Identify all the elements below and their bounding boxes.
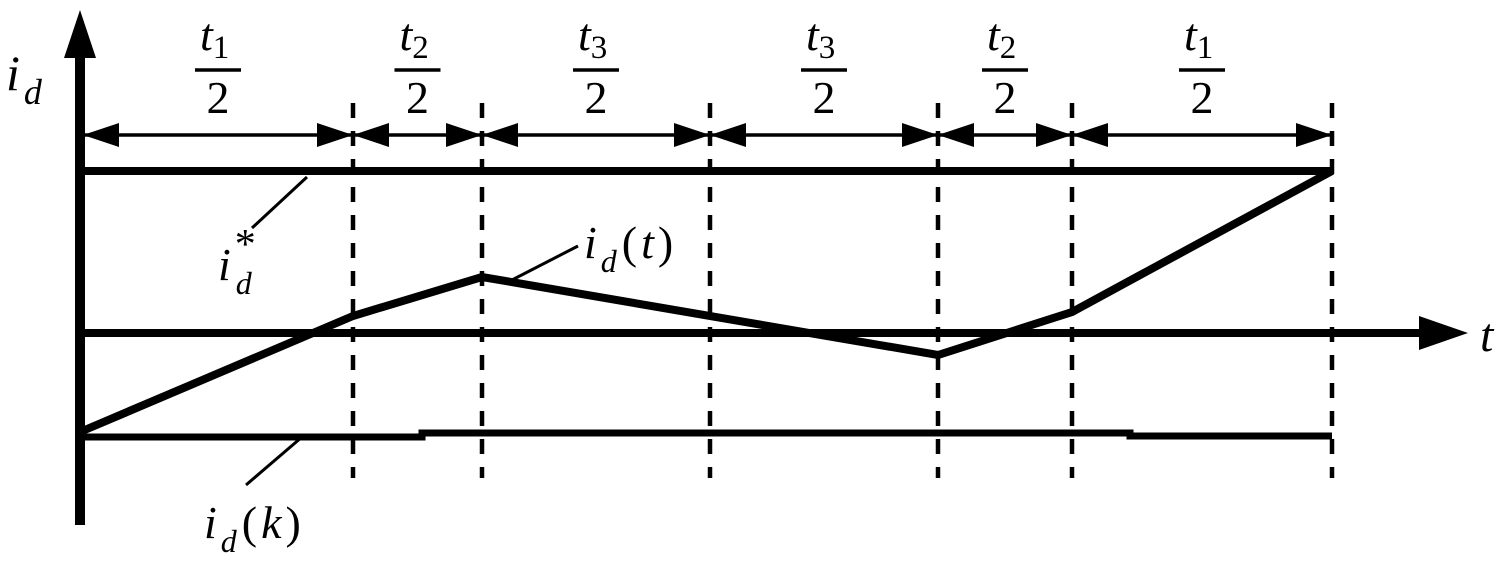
dimension-arrowhead-right [1296,123,1332,147]
interval-label-denominator-6: 2 [1191,72,1214,123]
sampled-label-leader [245,435,303,487]
interval-dimensions [83,123,1332,147]
instantaneous-label-leader [509,244,579,283]
interval-num-base: t [1184,9,1198,60]
interval-num-base: t [806,9,820,60]
x-axis-label: t [1480,309,1495,362]
interval-num-subscript: 2 [1000,30,1017,66]
dimension-arrowhead-left [938,123,974,147]
dimension-arrowhead-right [446,123,482,147]
interval-label-numerator-2: t2 [400,9,429,66]
leader-lines [245,175,579,487]
dimension-arrowhead-right [902,123,938,147]
interval-label-numerator-3: t3 [578,9,607,66]
interval-num-base: t [987,9,1001,60]
dimension-arrowhead-right [674,123,710,147]
dashed-gridlines [350,103,1335,478]
interval-label-numerator-4: t3 [806,9,835,66]
interval-num-subscript: 1 [213,30,230,66]
interval-num-base: t [578,9,592,60]
interval-num-subscript: 2 [412,30,429,66]
reference-current-label: i * d [218,222,260,301]
reference-label-superscript: * [235,222,256,268]
interval-label-denominator-5: 2 [994,72,1017,123]
interval-label-denominator-2: 2 [406,72,429,123]
dimension-arrowhead-left [83,123,119,147]
interval-num-base: t [200,9,214,60]
t-axis-arrowhead [1419,316,1468,350]
reference-label-leader [250,175,309,230]
interval-num-subscript: 3 [591,30,608,66]
dimension-arrowhead-left [353,123,389,147]
dimension-arrowhead-left [1072,123,1108,147]
interval-num-subscript: 3 [819,30,836,66]
sampled-current-label: i d ( k ) [204,497,301,559]
y-axis-label-base: i [6,45,20,101]
waveforms [78,167,1334,441]
interval-num-subscript: 1 [1197,30,1214,66]
instantaneous-current-label: i d ( t ) [584,217,673,279]
axes [64,10,1468,525]
interval-label-numerator-1: t1 [200,9,229,66]
interval-label-numerator-6: t1 [1184,9,1213,66]
dimension-arrowhead-right [317,123,353,147]
reference-label-base: i [218,239,231,290]
interval-label-denominator-1: 2 [207,72,230,123]
reference-label-subscript: d [236,265,253,301]
y-axis-label-subscript: d [24,72,43,112]
instantaneous-current-curve [78,167,1334,436]
interval-label-denominator-4: 2 [813,72,836,123]
y-axis-label: i d [6,45,43,112]
interval-label-denominator-3: 2 [585,72,608,123]
sampled-current-line [80,429,1332,441]
dimension-arrowhead-right [1036,123,1072,147]
y-axis-arrowhead [64,10,96,58]
dimension-arrowhead-left [710,123,746,147]
interval-label-numerator-5: t2 [987,9,1016,66]
dimension-arrowhead-left [482,123,518,147]
interval-num-base: t [400,9,414,60]
